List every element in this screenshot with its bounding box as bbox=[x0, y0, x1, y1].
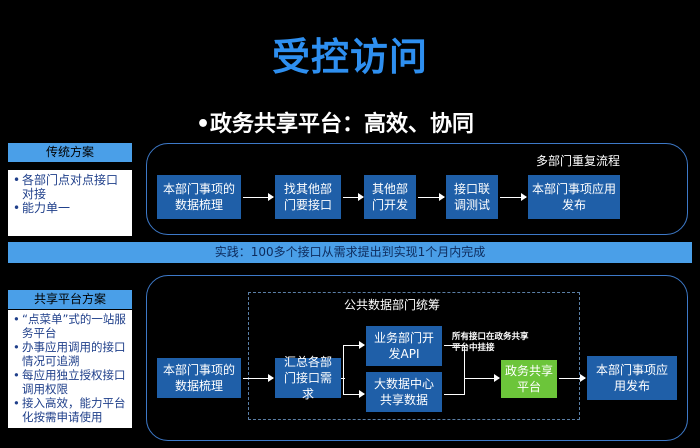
arrow-icon bbox=[243, 193, 274, 201]
page-subtitle: •政务共享平台：高效、协同 bbox=[196, 112, 475, 137]
step-interface-testing: 接口联调测试 bbox=[446, 175, 498, 219]
arrow-icon bbox=[343, 193, 364, 201]
arrow-icon bbox=[344, 390, 365, 398]
arrow-icon bbox=[559, 374, 586, 382]
step-dev-api: 业务部门开发API bbox=[366, 326, 442, 366]
step-collect-requirements: 汇总各部门接口需求 bbox=[275, 355, 341, 401]
arrow-icon bbox=[465, 374, 500, 382]
shared-bullet: “点菜单”式的一站服务平台 bbox=[13, 312, 129, 340]
step-other-dept-dev: 其他部门开发 bbox=[364, 175, 416, 219]
traditional-flow-panel bbox=[146, 143, 688, 235]
step-dept-data-sorting: 本部门事项的数据梳理 bbox=[157, 175, 241, 219]
arrow-icon bbox=[243, 374, 274, 382]
arrow-icon bbox=[418, 193, 445, 201]
shared-bullet: 每应用独立授权接口调用权限 bbox=[13, 368, 129, 396]
step-request-interface: 找其他部门要接口 bbox=[275, 175, 341, 219]
arrow-icon bbox=[344, 341, 365, 349]
traditional-flow-label: 多部门重复流程 bbox=[536, 154, 621, 168]
page-title: 受控访问 bbox=[271, 35, 428, 79]
connector-line bbox=[341, 378, 345, 379]
public-data-group bbox=[248, 292, 580, 420]
arrow-icon bbox=[500, 193, 527, 201]
connector-line bbox=[343, 345, 344, 395]
connector-line bbox=[464, 345, 465, 395]
shared-heading: 共享平台方案 bbox=[8, 290, 132, 309]
step-gov-sharing-platform: 政务共享平台 bbox=[501, 360, 557, 398]
connector-line bbox=[444, 345, 464, 346]
step-dept-data-sorting-shared: 本部门事项的数据梳理 bbox=[157, 358, 241, 398]
practice-band: 实践：100多个接口从需求提出到实现1个月内完成 bbox=[8, 242, 692, 263]
traditional-bullets: 各部门点对点接口对接 能力单一 bbox=[8, 170, 132, 236]
traditional-bullet: 各部门点对点接口对接 bbox=[13, 173, 129, 201]
shared-bullets: “点菜单”式的一站服务平台 办事应用调用的接口情况可追溯 每应用独立授权接口调用… bbox=[8, 310, 132, 428]
interface-note: 所有接口在政务共享平台中挂接 bbox=[452, 332, 529, 353]
connector-line bbox=[444, 394, 464, 395]
group-label: 公共数据部门统筹 bbox=[344, 298, 441, 312]
shared-bullet: 办事应用调用的接口情况可追溯 bbox=[13, 340, 129, 368]
step-app-publish-shared: 本部门事项应用发布 bbox=[587, 356, 677, 400]
traditional-bullet: 能力单一 bbox=[13, 201, 129, 215]
step-app-publish: 本部门事项应用发布 bbox=[528, 175, 620, 219]
shared-bullet: 接入高效，能力平台化按需申请使用 bbox=[13, 396, 129, 424]
traditional-heading: 传统方案 bbox=[8, 143, 132, 162]
shared-flow-panel bbox=[146, 275, 688, 441]
step-bigdata-center: 大数据中心共享数据 bbox=[366, 372, 442, 412]
